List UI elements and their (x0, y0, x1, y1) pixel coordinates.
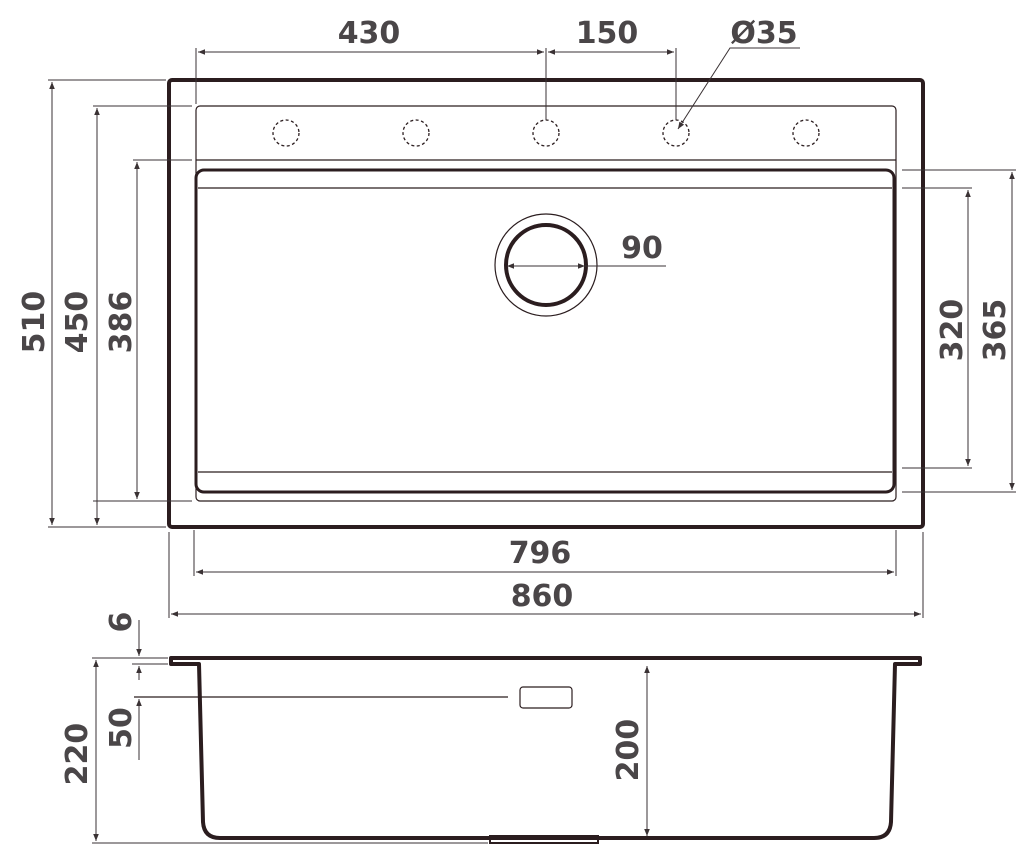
label-365: 365 (978, 299, 1013, 362)
tap-hole (402, 119, 430, 147)
label-90: 90 (621, 231, 663, 266)
right-dimensions (902, 169, 1016, 493)
side-dimensions (92, 620, 650, 844)
label-450: 450 (60, 291, 95, 354)
top-view (167, 78, 925, 529)
tap-hole (662, 119, 690, 147)
overflow-slot (519, 686, 573, 709)
label-150: 150 (576, 16, 639, 51)
top-dimensions (195, 47, 800, 269)
drain-icon (504, 223, 588, 307)
label-6: 6 (104, 612, 139, 633)
leader-diameter-35 (677, 47, 800, 130)
tap-hole (792, 119, 820, 147)
left-dimensions (48, 79, 192, 528)
drain-outlet (489, 835, 599, 844)
width-dimensions (168, 530, 924, 618)
dimension-labels: 430 150 Ø35 90 796 860 510 450 386 320 3… (17, 16, 1013, 785)
sink-section-outline (169, 656, 922, 840)
bowl-outline (194, 168, 896, 494)
side-view (134, 656, 922, 844)
label-430: 430 (338, 16, 401, 51)
label-796: 796 (509, 536, 572, 571)
drain-outer-ring (494, 213, 598, 317)
label-320: 320 (935, 299, 970, 362)
label-860: 860 (511, 579, 574, 614)
label-50: 50 (104, 707, 139, 749)
label-510: 510 (17, 291, 52, 354)
label-220: 220 (60, 723, 95, 786)
tap-hole (532, 119, 560, 147)
label-386: 386 (104, 291, 139, 354)
label-diameter-35: Ø35 (730, 16, 797, 51)
tap-hole (272, 119, 300, 147)
label-200: 200 (611, 719, 646, 782)
